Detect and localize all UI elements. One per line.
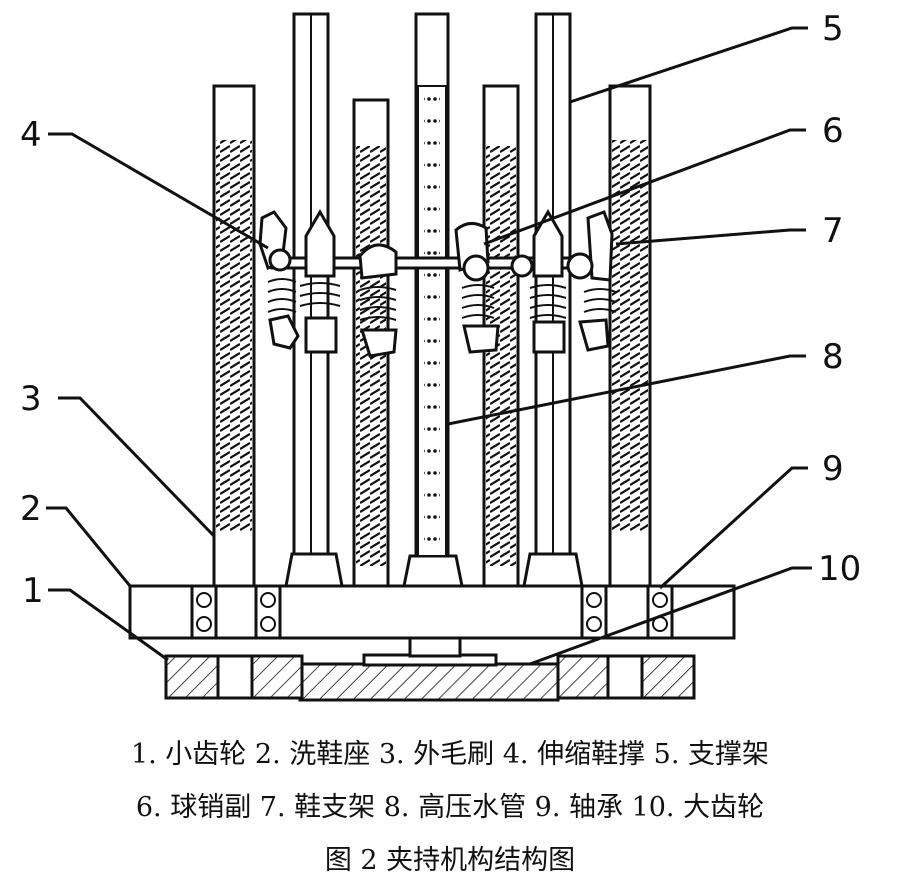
support-base-left <box>284 552 344 588</box>
legend-line-1: 1. 小齿轮 2. 洗鞋座 3. 外毛刷 4. 伸缩鞋撑 5. 支撑架 <box>130 739 770 770</box>
telescopic-shoe-tree-2 <box>299 209 341 354</box>
bearing-left-inner <box>254 584 282 640</box>
label-1: 1 <box>22 571 44 611</box>
support-base-right <box>522 552 584 588</box>
figure-title: 图 2 夹持机构结构图 <box>324 845 576 876</box>
telescopic-shoe-tree-4 <box>454 222 500 354</box>
high-pressure-water-pipe <box>417 85 447 557</box>
large-gear <box>298 628 560 702</box>
label-10: 10 <box>818 549 861 589</box>
label-8: 8 <box>822 337 844 377</box>
bearing-left-outer <box>190 584 218 640</box>
outer-brush-left <box>212 84 256 588</box>
outer-brush-right <box>608 84 652 588</box>
legend-line-2: 6. 球销副 7. 鞋支架 8. 高压水管 9. 轴承 10. 大齿轮 <box>135 792 765 823</box>
leader-lines <box>46 26 812 666</box>
label-9: 9 <box>822 449 844 489</box>
label-6: 6 <box>822 111 844 151</box>
support-post-right <box>534 12 572 556</box>
label-3: 3 <box>20 379 42 419</box>
small-gear-right <box>556 654 696 700</box>
clamping-mechanism-diagram: 4 3 2 1 5 6 7 8 9 10 <box>20 9 861 702</box>
telescopic-shoe-tree-1 <box>258 210 300 350</box>
telescopic-shoe-tree-3 <box>358 243 398 358</box>
support-base-center <box>402 554 464 588</box>
inner-brush-right <box>482 84 520 588</box>
telescopic-shoe-tree-6 <box>566 210 617 352</box>
shoe-washing-seat <box>128 584 736 640</box>
label-4: 4 <box>20 115 42 155</box>
label-2: 2 <box>20 489 42 529</box>
label-5: 5 <box>822 9 844 49</box>
label-7: 7 <box>822 211 844 251</box>
bearing-right-inner <box>580 584 608 640</box>
telescopic-shoe-tree-5 <box>510 209 567 354</box>
small-gear-left <box>164 654 304 700</box>
